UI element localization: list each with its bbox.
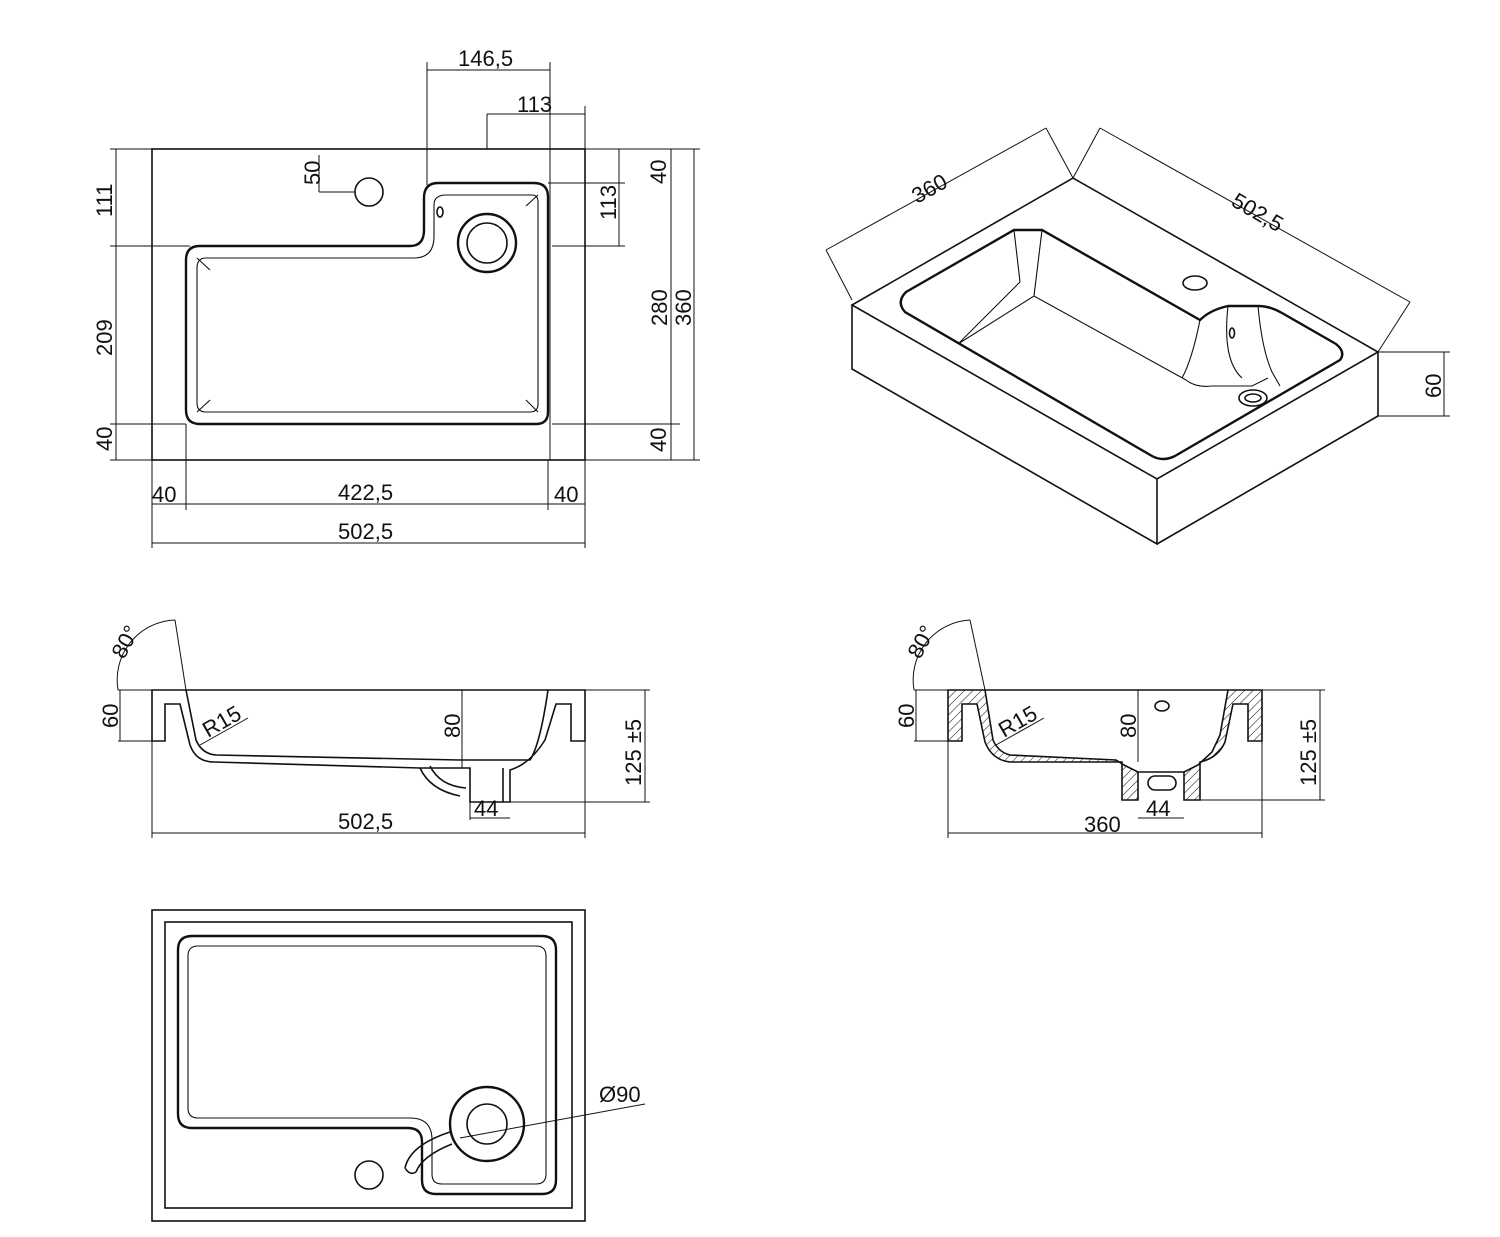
- section-long-overflow-pipe: [419, 765, 467, 797]
- section-short: 80° 60 R15 80 125 ±5 44 360: [894, 619, 1325, 838]
- section-short-dim-360: 360: [1084, 812, 1121, 837]
- section-short-dim-60: 60: [894, 704, 919, 728]
- section-long-radius: R15: [198, 700, 245, 742]
- corner-shade: [196, 399, 211, 413]
- bottom-inner-outline: [164, 921, 573, 1209]
- section-long: 80° 60 R15 80 125 ±5 44 502,5: [98, 619, 650, 838]
- bottom-overflow-pipe: [404, 1131, 453, 1175]
- section-short-dim-80: 80: [1116, 714, 1141, 738]
- section-long-inner: [185, 689, 549, 761]
- tap-hole: [354, 177, 384, 207]
- section-long-angle: 80°: [106, 621, 144, 662]
- section-short-dim-44: 44: [1146, 796, 1170, 821]
- iso-overflow: [1228, 327, 1236, 339]
- dim-50: 50: [300, 161, 325, 185]
- iso-drain-inner: [1244, 393, 1262, 403]
- iso-inner-edge: [1013, 229, 1021, 283]
- section-short-dimension-lines: [912, 619, 1325, 838]
- iso-inner-edge: [957, 281, 1021, 345]
- section-long-dimension-lines: [116, 619, 650, 838]
- section-long-dim-60: 60: [98, 704, 123, 728]
- iso-dimension-lines: [825, 127, 1450, 417]
- top-view: 146,5 113 50 111 209 40 40 113 280 360 4…: [92, 46, 700, 548]
- top-dimension-lines: [110, 62, 700, 548]
- iso-basin-inner: [957, 295, 1269, 387]
- dim-360: 360: [671, 289, 696, 326]
- dim-40-left: 40: [92, 427, 117, 451]
- iso-front-left-face: [851, 305, 1158, 546]
- iso-inner-step: [1226, 305, 1243, 379]
- bottom-basin-outer: [176, 934, 558, 1196]
- corner-shade: [525, 194, 539, 207]
- dim-280: 280: [647, 289, 672, 326]
- dim-40-right-lower: 40: [646, 428, 671, 452]
- overflow-hole: [436, 206, 444, 218]
- bottom-basin-inner: [187, 945, 547, 1185]
- bottom-dim-diameter: Ø90: [599, 1082, 641, 1107]
- section-short-radius: R15: [994, 700, 1041, 742]
- dim-40-bottom-left: 40: [152, 482, 176, 507]
- iso-basin-rim: [899, 228, 1344, 461]
- section-short-tap-hole: [1154, 700, 1170, 712]
- section-long-dim-80: 80: [440, 714, 465, 738]
- isometric-view: 360 502,5 60: [825, 127, 1450, 546]
- iso-dim-60: 60: [1421, 374, 1446, 398]
- dim-40-right-upper: 40: [646, 160, 671, 184]
- section-short-drain-slot: [1147, 775, 1177, 791]
- iso-dim-360: 360: [907, 169, 951, 209]
- section-long-dim-44: 44: [474, 796, 498, 821]
- section-short-profile-left: [947, 689, 1139, 801]
- iso-inner-step: [1181, 319, 1201, 379]
- drain-outer: [456, 212, 518, 274]
- iso-dim-502-5: 502,5: [1228, 188, 1288, 237]
- section-long-dim-125: 125 ±5: [621, 719, 646, 786]
- basin-outer-edge: [184, 181, 550, 426]
- bottom-slab-outline: [151, 909, 586, 1222]
- section-short-dim-125: 125 ±5: [1296, 719, 1321, 786]
- bottom-tap-hole: [354, 1160, 384, 1190]
- dim-502-5: 502,5: [338, 519, 393, 544]
- dim-422-5: 422,5: [338, 480, 393, 505]
- dim-209: 209: [92, 319, 117, 356]
- section-short-angle: 80°: [902, 621, 940, 662]
- dim-113-horizontal: 113: [517, 92, 552, 117]
- section-long-dim-502-5: 502,5: [338, 809, 393, 834]
- iso-tap-hole: [1182, 275, 1208, 291]
- corner-shade: [525, 399, 539, 413]
- basin-inner-edge: [196, 194, 539, 413]
- bottom-drain-inner: [466, 1103, 508, 1145]
- iso-inner-step: [1257, 305, 1281, 387]
- iso-drain: [1238, 389, 1268, 407]
- bottom-leader: [459, 1103, 646, 1139]
- dim-113-vertical: 113: [596, 185, 621, 220]
- dim-146-5: 146,5: [458, 46, 513, 71]
- section-long-profile: [151, 689, 586, 803]
- bottom-drain-outer: [448, 1085, 526, 1163]
- iso-inner-edge: [1033, 229, 1043, 297]
- dim-40-bottom-right: 40: [554, 482, 578, 507]
- dim-111: 111: [92, 184, 117, 217]
- section-short-profile-right: [1183, 689, 1263, 801]
- corner-shade: [196, 257, 211, 271]
- drain-inner: [466, 222, 508, 264]
- slab-outline: [151, 148, 586, 461]
- bottom-view: Ø90: [151, 909, 646, 1222]
